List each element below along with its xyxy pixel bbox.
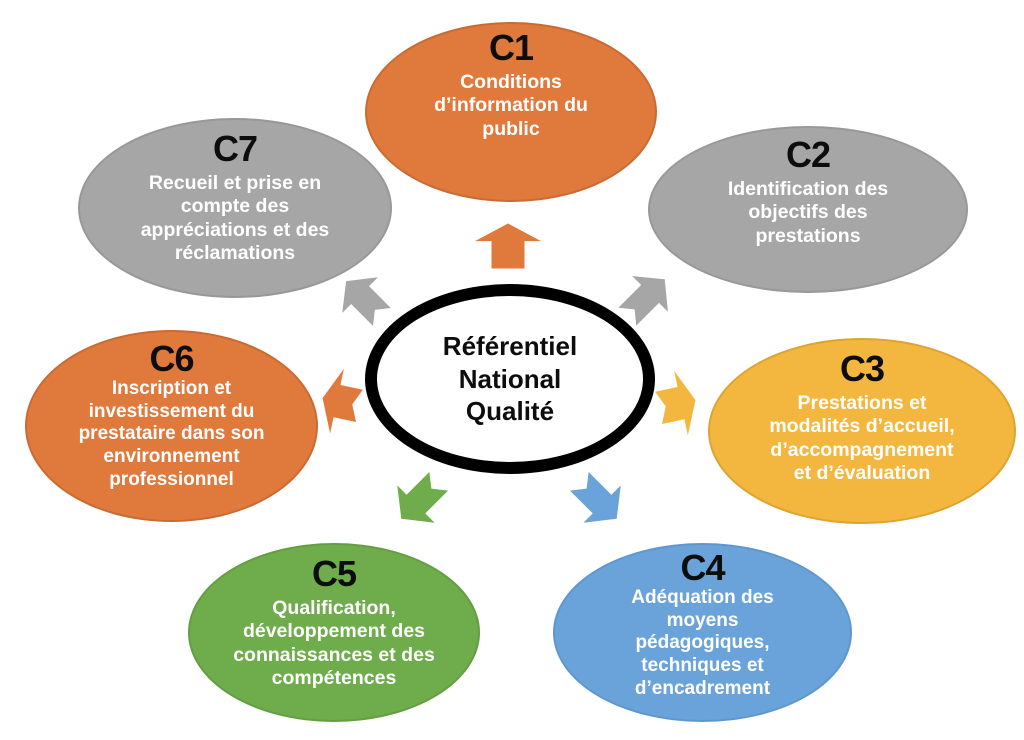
criterion-c5-ellipse: C5 Qualification, développement des conn… xyxy=(188,543,480,722)
criterion-c4-ellipse: C4 Adéquation des moyens pédagogiques, t… xyxy=(553,543,852,722)
criterion-c7-ellipse: C7 Recueil et prise en compte des appréc… xyxy=(78,118,392,298)
criterion-c3-id: C3 xyxy=(839,348,885,389)
criterion-c5-id: C5 xyxy=(311,553,357,594)
criterion-c1-ellipse: C1 Conditions d’information du public xyxy=(365,22,657,202)
criterion-c2-ellipse: C2 Identification des objectifs des pres… xyxy=(648,126,968,293)
criterion-c3-ellipse: C3 Prestations et modalités d’accueil, d… xyxy=(708,338,1016,524)
criterion-c2-id: C2 xyxy=(785,134,831,175)
criterion-c2-label: Identification des objectifs des prestat… xyxy=(727,177,889,247)
arrow-to-c4 xyxy=(560,462,636,538)
criterion-c1-id: C1 xyxy=(488,27,534,68)
criterion-c1-label: Conditions d’information du public xyxy=(434,70,588,140)
criterion-c7-id: C7 xyxy=(212,128,258,169)
criterion-c5-label: Qualification, développement des connais… xyxy=(233,596,435,689)
arrow-to-c5 xyxy=(382,462,458,538)
criterion-c3-label: Prestations et modalités d’accueil, d’ac… xyxy=(769,391,955,484)
criterion-c6-label: Inscription et investissement du prestat… xyxy=(78,377,265,490)
center-label: Référentiel National Qualité xyxy=(442,331,578,427)
criterion-c4-label: Adéquation des moyens pédagogiques, tech… xyxy=(631,586,774,699)
arrow-to-c1 xyxy=(475,223,541,269)
criterion-c6-ellipse: C6 Inscription et investissement du pres… xyxy=(25,330,318,522)
center-ellipse: Référentiel National Qualité xyxy=(365,284,655,474)
arrow-to-c6 xyxy=(315,365,367,439)
criterion-c6-id: C6 xyxy=(149,338,194,379)
criterion-c4-id: C4 xyxy=(680,547,725,588)
criterion-c7-label: Recueil et prise en compte des appréciat… xyxy=(140,171,330,264)
arrow-to-c3 xyxy=(651,367,703,441)
